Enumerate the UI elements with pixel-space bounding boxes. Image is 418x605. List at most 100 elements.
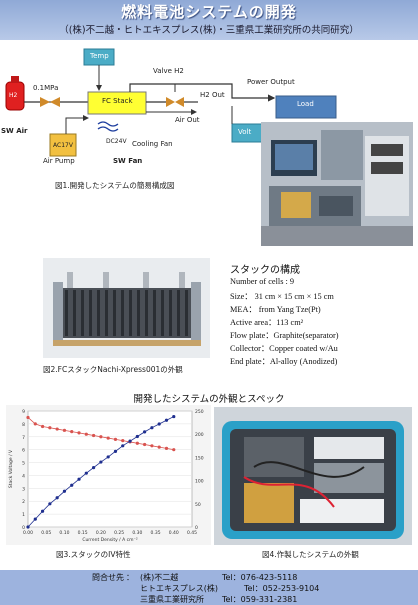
data-point-0 bbox=[55, 427, 59, 431]
data-point-1 bbox=[48, 502, 52, 506]
data-point-1 bbox=[84, 471, 88, 475]
temp-label: Temp bbox=[90, 52, 109, 60]
x-tick-label: 0.35 bbox=[151, 530, 161, 536]
data-point-1 bbox=[62, 489, 67, 493]
x-tick-label: 0.40 bbox=[169, 530, 179, 536]
data-point-0 bbox=[164, 446, 169, 450]
y-tick-label: 2 bbox=[22, 499, 25, 505]
section2-heading: 開発したシステムの外観とスペック bbox=[133, 394, 285, 405]
data-point-0 bbox=[121, 439, 125, 443]
data-point-1 bbox=[157, 422, 161, 426]
y2-tick-label: 150 bbox=[195, 455, 204, 461]
spec-flow-plate: Flow plate：Graphite(separator) bbox=[230, 331, 339, 340]
load-box bbox=[275, 95, 337, 119]
contact-tel-2: Tel：052-253-9104 bbox=[244, 584, 320, 593]
plot-area bbox=[27, 410, 193, 528]
data-point-1 bbox=[92, 466, 96, 470]
y-tick-label: 4 bbox=[22, 473, 25, 479]
stack-heading: スタックの構成 bbox=[230, 265, 300, 276]
page-title: 燃料電池システムの開発 bbox=[121, 3, 297, 21]
cooling-fan-label: Cooling Fan bbox=[132, 140, 173, 148]
load-label: Load bbox=[297, 100, 314, 108]
data-point-0 bbox=[157, 445, 161, 449]
data-point-0 bbox=[48, 426, 52, 430]
x-tick-label: 0.20 bbox=[96, 530, 106, 536]
data-point-0 bbox=[135, 441, 139, 445]
data-point-1 bbox=[99, 460, 103, 464]
valve-h2-label: Valve H2 bbox=[153, 67, 184, 75]
y-axis-label: Stack Voltage / V bbox=[8, 449, 14, 488]
page-subtitle: （(株)不二越・ヒトエキスプレス(株)・三重県工業研究所の共同研究） bbox=[59, 25, 359, 36]
data-point-0 bbox=[172, 448, 176, 452]
contact-colon: ： bbox=[126, 573, 134, 582]
system-photo bbox=[214, 407, 412, 545]
data-point-0 bbox=[40, 424, 45, 429]
data-point-0 bbox=[33, 422, 37, 426]
data-point-0 bbox=[106, 436, 110, 440]
contact-org-1: (株)不二越 bbox=[140, 573, 179, 582]
x-tick-label: 0.00 bbox=[23, 530, 33, 536]
y2-tick-label: 100 bbox=[195, 479, 204, 485]
y2-tick-label: 200 bbox=[195, 432, 204, 438]
pressure-label: 0.1MPa bbox=[33, 84, 59, 92]
spec-end-plate: End plate：Al-alloy (Anodized) bbox=[230, 357, 338, 366]
ac17v-label: AC17V bbox=[53, 142, 73, 149]
y2-tick-label: 250 bbox=[195, 409, 204, 415]
data-point-0 bbox=[62, 428, 67, 432]
data-point-1 bbox=[106, 455, 110, 459]
contact-tel-3: Tel：059-331-2381 bbox=[222, 595, 298, 604]
valve-h2-icon bbox=[166, 97, 184, 107]
air-out-label: Air Out bbox=[175, 116, 200, 124]
h2-tank-icon bbox=[5, 76, 25, 111]
data-point-1 bbox=[26, 525, 30, 529]
y-tick-label: 6 bbox=[22, 448, 25, 454]
spec-collector: Collector：Copper coated w/Au bbox=[230, 344, 338, 353]
x-tick-label: 0.25 bbox=[114, 530, 124, 536]
header-banner bbox=[0, 0, 418, 40]
figure1-caption: 図1.開発したシステムの簡易構成図 bbox=[55, 181, 175, 190]
fc-stack-box bbox=[87, 91, 147, 115]
data-point-0 bbox=[143, 442, 147, 447]
data-point-0 bbox=[26, 415, 30, 420]
x-axis-label: Current Density / A cm⁻² bbox=[82, 537, 138, 543]
system-diagram bbox=[5, 48, 337, 157]
x-tick-label: 0.30 bbox=[132, 530, 142, 536]
y-tick-label: 5 bbox=[22, 461, 25, 467]
y-tick-label: 3 bbox=[22, 486, 25, 492]
air-supply-line bbox=[65, 115, 89, 134]
dc24v-label: DC24V bbox=[106, 138, 127, 145]
figure2-caption: 図2.FCスタックNachi-Xpress001の外観 bbox=[43, 365, 183, 374]
contact-label: 問合せ先 bbox=[92, 573, 124, 582]
data-point-1 bbox=[128, 439, 132, 443]
y2-tick-label: 0 bbox=[195, 525, 198, 531]
data-point-1 bbox=[33, 517, 37, 521]
h2-out-label: H2 Out bbox=[200, 91, 225, 99]
volt-label: Volt bbox=[238, 128, 252, 136]
data-point-1 bbox=[164, 418, 169, 422]
spec-mea: MEA： from Yang Tze(Pt) bbox=[230, 305, 321, 314]
data-point-1 bbox=[121, 444, 125, 448]
pressure-valve-icon bbox=[40, 97, 60, 107]
test-bench-photo bbox=[261, 122, 413, 246]
air-pump-label: Air Pump bbox=[43, 157, 75, 165]
data-point-0 bbox=[92, 433, 96, 438]
fc-stack-label: FC Stack bbox=[102, 97, 133, 105]
spec-size: Size： 31 cm × 15 cm × 15 cm bbox=[230, 292, 334, 301]
contact-org-2: ヒトエキスプレス(株) bbox=[140, 584, 219, 593]
power-output-line bbox=[129, 83, 276, 102]
air-pump-box bbox=[49, 133, 77, 157]
data-point-1 bbox=[150, 426, 154, 430]
data-point-1 bbox=[77, 477, 81, 481]
power-output-label: Power Output bbox=[247, 78, 295, 86]
y-tick-label: 1 bbox=[22, 512, 25, 518]
y-tick-label: 0 bbox=[22, 525, 25, 531]
data-point-1 bbox=[113, 449, 118, 453]
cooling-fan-icon bbox=[97, 121, 119, 132]
data-point-0 bbox=[70, 430, 74, 434]
data-point-0 bbox=[99, 435, 103, 439]
data-point-0 bbox=[113, 437, 118, 441]
contact-tel-1: Tel：076-423-5118 bbox=[222, 573, 298, 582]
data-point-1 bbox=[135, 434, 139, 439]
data-point-1 bbox=[143, 430, 147, 434]
